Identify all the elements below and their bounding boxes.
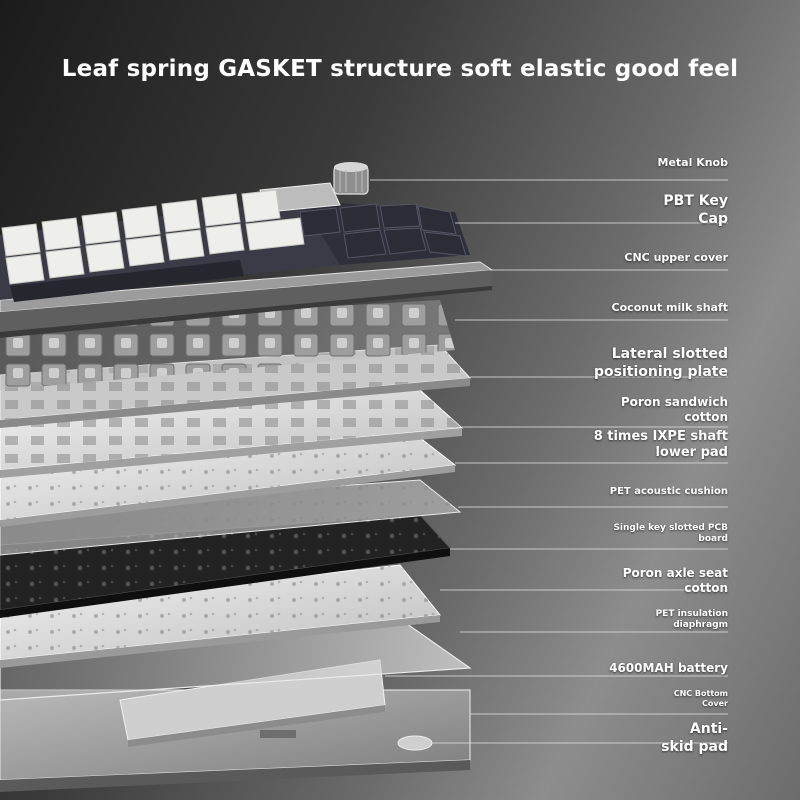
upper-cover-layer xyxy=(0,261,494,338)
poron-sandwich-layer xyxy=(0,389,464,478)
anti-skid-pad-shape xyxy=(397,735,433,751)
label-pet-insulation-diaphragm: PET insulation diaphragm xyxy=(655,609,728,631)
leader-lines xyxy=(370,179,728,744)
label-slotted-pcb-board: Single key slotted PCB board xyxy=(613,523,728,545)
metal-knob-shape xyxy=(333,162,369,195)
keycap-layer xyxy=(0,182,470,302)
diagram-title: Leaf spring GASKET structure soft elasti… xyxy=(61,56,739,82)
label-ixpe-shaft-lower-pad: 8 times IXPE shaft lower pad xyxy=(593,429,728,461)
label-pbt-keycap: PBT Key Cap xyxy=(663,193,728,227)
label-poron-sandwich-cotton: Poron sandwich cotton xyxy=(620,395,728,424)
label-cnc-upper-cover: CNC upper cover xyxy=(624,251,728,264)
ixpe-pad-layer xyxy=(0,429,457,527)
label-poron-axle-seat-cotton: Poron axle seat cotton xyxy=(622,566,728,595)
label-battery: 4600MAH battery xyxy=(609,661,728,675)
label-anti-skid-pad: Anti- skid pad xyxy=(661,721,728,755)
poron-axle-seat-layer xyxy=(0,564,441,668)
label-metal-knob: Metal Knob xyxy=(657,156,728,169)
positioning-plate-layer xyxy=(0,344,472,428)
label-lateral-slotted-plate: Lateral slotted positioning plate xyxy=(594,346,728,380)
label-cnc-bottom-cover: CNC Bottom Cover xyxy=(673,689,728,708)
label-coconut-milk-shaft: Coconut milk shaft xyxy=(611,301,728,314)
label-pet-acoustic-cushion: PET acoustic cushion xyxy=(609,486,728,497)
